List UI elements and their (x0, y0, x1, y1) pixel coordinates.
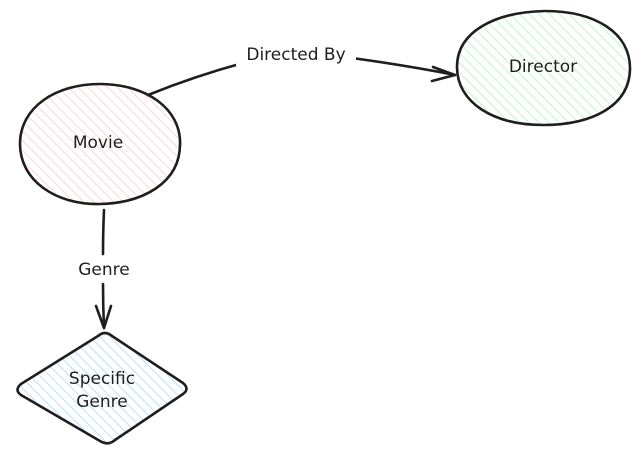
node-movie[interactable]: Movie (18, 82, 182, 206)
edge-label-genre: Genre (78, 260, 129, 280)
edge-directed-by[interactable]: Directed By (146, 42, 457, 97)
edge-label-background (236, 42, 356, 66)
node-director[interactable]: Director (455, 9, 632, 127)
edge-genre[interactable]: Genre (73, 208, 135, 330)
node-label-movie: Movie (73, 133, 123, 153)
edge-label-background (73, 257, 135, 281)
node-label-specific-line-2: Genre (76, 392, 127, 412)
node-specific-genre[interactable]: Specific Genre (16, 331, 188, 446)
edge-label-directed-by: Directed By (246, 45, 345, 65)
node-label-director: Director (509, 57, 577, 77)
node-label-specific-line-1: Specific (69, 369, 135, 389)
